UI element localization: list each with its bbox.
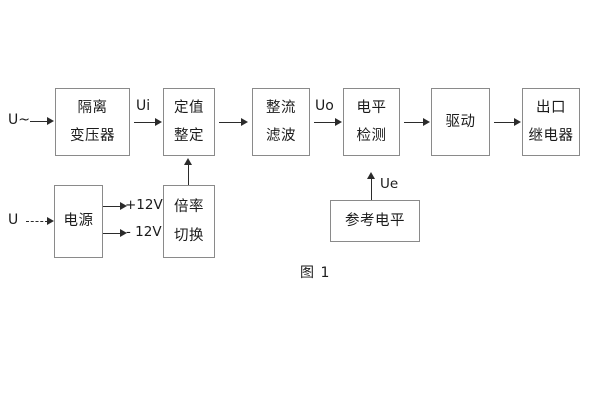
arrow-shaft bbox=[314, 122, 336, 124]
block-reference-level: 参考电平 bbox=[330, 200, 420, 242]
arrow-head bbox=[47, 217, 54, 225]
arrow-head bbox=[120, 202, 127, 210]
block-drive: 驱动 bbox=[431, 88, 490, 156]
block-line-2: 继电器 bbox=[528, 128, 574, 144]
block-setting-value: 定值 整定 bbox=[163, 88, 215, 156]
uo-label: Uo bbox=[315, 98, 334, 114]
arrow-shaft bbox=[371, 178, 373, 200]
block-multiplier-switch: 倍率 切换 bbox=[163, 185, 215, 258]
arrow-head bbox=[120, 229, 127, 237]
block-line-1: 倍率 bbox=[174, 199, 204, 215]
arrow-head bbox=[423, 118, 430, 126]
block-isolation-transformer: 隔离 变压器 bbox=[55, 88, 130, 156]
arrow-shaft bbox=[103, 233, 121, 235]
arrow-shaft bbox=[103, 206, 121, 208]
block-line-1: 电平 bbox=[356, 99, 387, 116]
block-level-detection: 电平 检测 bbox=[343, 88, 400, 156]
arrow-head bbox=[155, 118, 162, 126]
block-line-2: 变压器 bbox=[70, 128, 115, 144]
block-line-1: 出口 bbox=[536, 99, 566, 116]
block-line-1: 驱动 bbox=[445, 113, 476, 130]
arrow-shaft bbox=[134, 122, 156, 124]
arrow-ac-input-to-isolation-transformer bbox=[30, 117, 54, 126]
block-output-relay: 出口 继电器 bbox=[522, 88, 580, 156]
block-line-1: 参考电平 bbox=[345, 212, 405, 229]
block-line-2: 滤波 bbox=[266, 128, 296, 144]
arrow-shaft bbox=[30, 121, 48, 123]
block-rectify-filter: 整流 滤波 bbox=[252, 88, 310, 156]
arrow-shaft bbox=[404, 122, 424, 124]
block-line-1: 隔离 bbox=[77, 99, 108, 116]
arrow-head bbox=[184, 158, 192, 165]
block-line-2: 检测 bbox=[356, 128, 387, 144]
arrow-head bbox=[241, 118, 248, 126]
arrow-shaft bbox=[188, 164, 190, 185]
arrow-power-supply-negative-rail bbox=[103, 229, 127, 238]
ui-label: Ui bbox=[136, 98, 151, 114]
arrow-power-supply-positive-rail bbox=[103, 202, 127, 211]
dc-input-label: U bbox=[8, 212, 19, 228]
block-power-supply: 电源 bbox=[54, 185, 103, 258]
arrow-head bbox=[514, 118, 521, 126]
arrow-head bbox=[367, 172, 375, 179]
block-line-1: 整流 bbox=[266, 99, 296, 116]
arrow-head bbox=[335, 118, 342, 126]
arrow-head bbox=[47, 117, 54, 125]
arrow-drive-to-output-relay bbox=[494, 118, 522, 127]
arrow-reference-level-to-level-detection bbox=[367, 172, 376, 200]
arrow-isolation-transformer-to-setting-value bbox=[134, 118, 162, 127]
ac-input-label: U~ bbox=[8, 112, 30, 128]
arrow-level-detection-to-drive bbox=[404, 118, 431, 127]
arrow-rectify-filter-to-level-detection bbox=[314, 118, 342, 127]
arrow-dc-input-to-power-supply bbox=[26, 217, 54, 226]
figure-caption: 图 1 bbox=[300, 265, 331, 281]
arrow-setting-value-to-rectify-filter bbox=[219, 118, 249, 127]
positive-rail-label: +12V bbox=[125, 197, 163, 213]
arrow-shaft bbox=[26, 221, 48, 222]
negative-rail-label: - 12V bbox=[126, 224, 162, 240]
ue-label: Ue bbox=[380, 176, 399, 192]
arrow-shaft bbox=[494, 122, 515, 124]
block-line-1: 定值 bbox=[174, 99, 204, 116]
block-line-1: 电源 bbox=[63, 213, 94, 230]
arrow-multiplier-switch-to-setting-value bbox=[184, 158, 193, 185]
arrow-shaft bbox=[219, 122, 242, 124]
block-line-2: 切换 bbox=[174, 227, 204, 244]
block-line-2: 整定 bbox=[174, 128, 204, 144]
